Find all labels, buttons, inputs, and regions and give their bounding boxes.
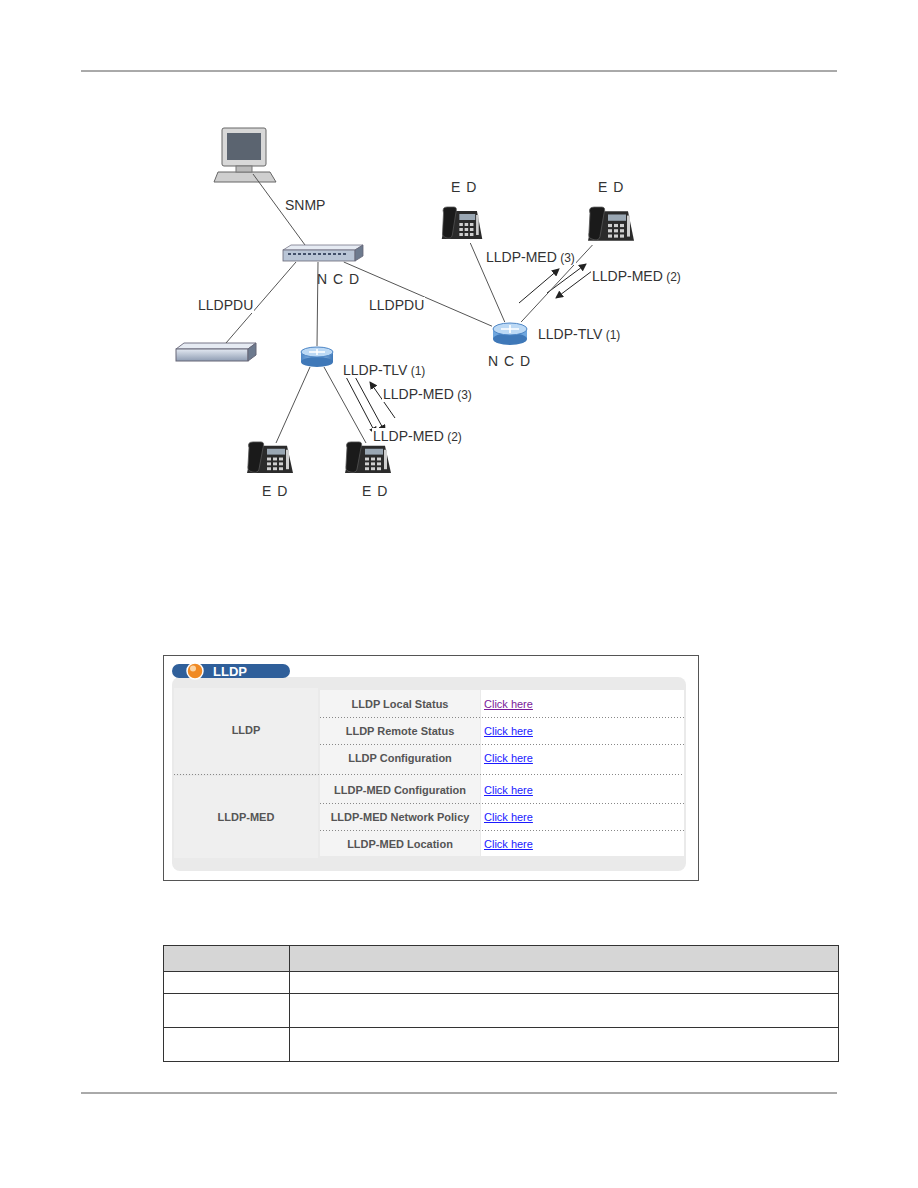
wire [324,367,366,443]
menu-link: Click here [484,698,533,710]
menu-link: Click here [484,752,533,764]
link-line [344,262,492,326]
device-icon [586,205,636,245]
device-icon [282,244,364,262]
blank-table [164,946,839,1062]
device-label: E D [362,483,388,499]
message-arrow [519,264,592,303]
router-node: N C D [492,322,528,346]
switch-icon [176,343,256,349]
table-header [164,946,839,972]
title-bullet [187,663,203,679]
blank-table [164,971,839,972]
pc-icon [214,128,276,182]
pc-icon [214,172,276,182]
row-separator [174,718,684,831]
protocol-label: LLDP-TLV (1) [342,362,426,378]
footer-rule [81,1093,837,1094]
blank-table [164,946,839,1062]
menu-link: Click here [484,838,533,850]
router-icon [301,357,333,367]
device-label: N C D [317,271,360,287]
menu-item: LLDP-MED Location [320,838,480,850]
protocol-label: LLDP-MED (3) [485,249,576,265]
link-column [481,690,684,856]
title-bullet [190,666,196,672]
title-pill [172,664,290,678]
group-label: LLDP-MED [174,811,318,823]
router-icon [301,347,333,357]
message-arrow [556,271,592,298]
row-separator [174,774,684,775]
protocol-label: LLDP-MED (3) [382,386,473,402]
panel-ground [172,677,686,871]
switch-node: N C D [282,244,364,262]
link-label: LLDPDU [368,297,425,313]
message-arrow [547,264,586,293]
switch-icon [176,349,248,361]
pc-icon [227,133,261,160]
menu-panel [164,656,699,881]
blank-table [289,946,290,1062]
protocol-label: LLDP-TLV (1) [537,326,621,342]
pc-icon [222,128,266,166]
end-device: E D [343,440,393,477]
row-separator [320,744,684,745]
device-label: E D [451,179,477,195]
protocol-label: LLDP-MED (2) [372,428,463,444]
panel-frame [164,656,699,881]
menu-item: LLDP Configuration [320,752,480,764]
menu-item: LLDP Local Status [320,698,480,710]
menu-item: LLDP-MED Configuration [320,784,480,796]
end-device: E D [586,205,636,245]
device-label: E D [598,179,624,195]
menu-link: Click here [484,784,533,796]
menu-item: LLDP-MED Network Policy [320,811,480,823]
device-icon [440,205,484,243]
switch-icon [176,343,256,361]
device-icon [245,440,295,477]
menu-item: LLDP Remote Status [320,725,480,737]
menu-link: Click here [484,725,533,737]
row-separator [320,803,684,804]
pc-icon [236,166,252,172]
protocol-label: SNMP [284,197,326,213]
switch-icon [248,343,256,361]
message-arrow [345,373,395,434]
message-arrow [353,373,385,432]
row-separator [320,830,684,831]
group-cell [174,776,318,858]
message-arrow [519,269,559,303]
router-icon [309,349,325,355]
device-label: N C D [488,353,531,369]
end-device: E D [245,440,295,477]
blank-table [164,993,839,994]
wire [276,367,310,443]
device-icon [492,322,528,346]
device-icon [343,440,393,477]
group-cell [174,688,318,774]
group-label: LLDP [174,724,318,736]
blank-table [164,1027,839,1028]
panel-title: LLDP [213,664,247,679]
end-device: E D [440,205,484,243]
header-rule [81,71,837,72]
row-separator [320,717,684,718]
protocol-label: LLDP-MED (2) [591,268,682,284]
menu-link: Click here [484,811,533,823]
protocol-label: LLDPDU [197,297,254,313]
router-icon [301,347,333,367]
blank-table [164,946,839,1062]
label-column [320,690,480,856]
device-label: E D [262,483,288,499]
